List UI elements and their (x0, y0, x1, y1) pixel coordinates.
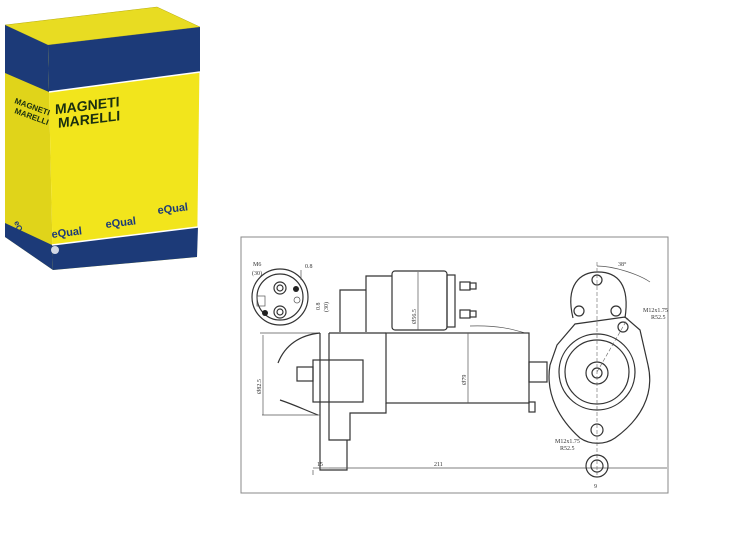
dim-flange-dia: Ø82.5 (257, 379, 263, 394)
box-front-band-top (48, 27, 200, 92)
dim-solenoid-dia: Ø56.5 (412, 309, 418, 324)
dim-30: (30) (252, 270, 262, 277)
dim-thread-top: M6 (253, 262, 261, 268)
dim-length: 211 (434, 462, 443, 468)
box-side-band-top (5, 25, 49, 92)
dim-angle: 38° (618, 261, 627, 268)
dim-bolt-top-pcd: R52.5 (651, 315, 666, 321)
dim-0-8: 0.8 (305, 264, 313, 270)
svg-text:eQual: eQual (51, 225, 83, 241)
svg-text:eQual: eQual (105, 215, 137, 231)
dim-body-dia: Ø79 (462, 375, 468, 385)
box-front-band-bottom (52, 227, 198, 270)
product-box-image: MAGNETI MARELLI MAGNETI MARELLI eQual eQ… (4, 6, 201, 270)
starter-side-view (262, 270, 667, 475)
brand-logo-front: MAGNETI MARELLI (55, 93, 120, 131)
dim-bolt-top: M12x1.75 (643, 308, 668, 314)
drawing-frame (240, 236, 669, 494)
dim-offset: 15 (317, 462, 323, 468)
terminal-end-view (251, 268, 320, 334)
dim-0-8b: 0.8 (316, 303, 322, 311)
svg-text:MAGNETI: MAGNETI (55, 93, 120, 117)
box-side-band-bottom (5, 223, 53, 270)
dim-bolt-bottom: M12x1.75 (555, 439, 580, 445)
starter-front-view (548, 262, 651, 478)
svg-text:MARELLI: MARELLI (58, 107, 120, 131)
equal-logos: eQual eQual eQual eQual (12, 201, 189, 243)
dim-teeth: 9 (594, 484, 597, 490)
dim-bolt-bottom-pcd: R52.5 (560, 446, 575, 452)
dim-30b: (30) (323, 302, 330, 312)
svg-text:eQual: eQual (157, 201, 189, 217)
